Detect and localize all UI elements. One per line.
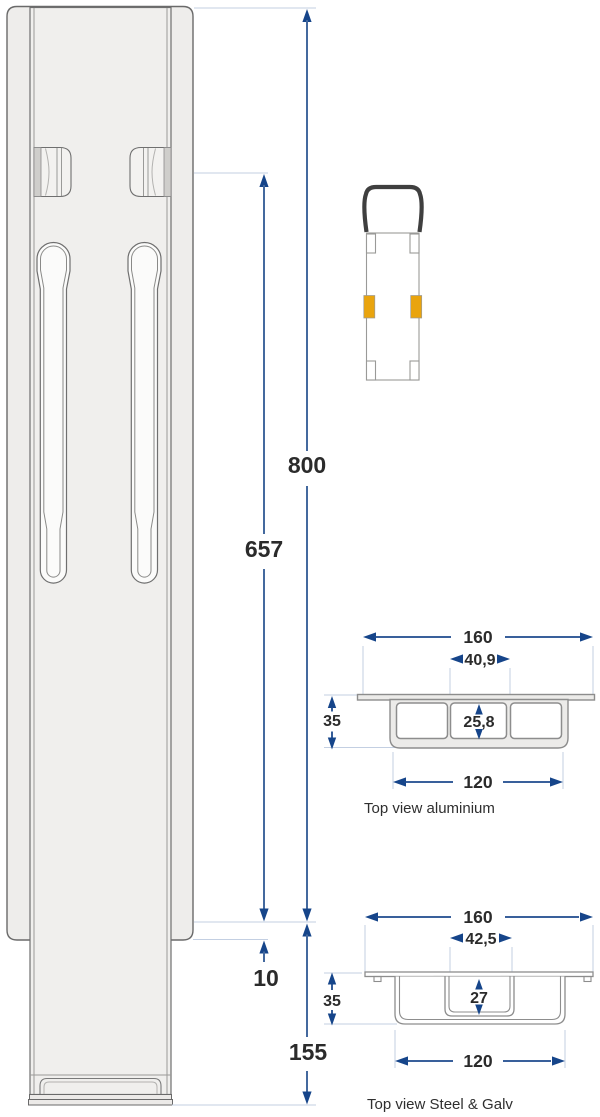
- dim-steel-35-value: 35: [323, 993, 341, 1010]
- corner-tab: [409, 233, 420, 254]
- dim-800-value: 800: [288, 452, 326, 478]
- slot-left: [36, 241, 71, 584]
- corner-tab: [365, 360, 377, 381]
- post-base: [28, 1074, 173, 1106]
- corner-tab: [365, 233, 377, 254]
- steel-section-label: Top view Steel & Galv: [367, 1096, 513, 1113]
- aluminium-cross-section: 160 40,9 25,8 35 120: [323, 627, 596, 817]
- slot-right: [127, 241, 162, 584]
- dim-steel-160-value: 160: [463, 907, 492, 927]
- cell-left: [395, 702, 449, 740]
- dimension-155: 155: [289, 923, 328, 1105]
- dimension-steel-35: 35: [323, 972, 341, 1026]
- dim-alu-25-8-value: 25,8: [463, 714, 494, 731]
- cell-right: [509, 702, 563, 740]
- dim-alu-120-value: 120: [463, 772, 492, 792]
- aluminium-profile: [356, 693, 596, 749]
- dimension-alu-120: 120: [393, 772, 563, 792]
- dim-steel-42-5-value: 42,5: [465, 931, 496, 948]
- post-cap: [362, 184, 424, 233]
- dimension-steel-160: 160: [365, 907, 593, 927]
- dimension-steel-42-5: 42,5: [450, 931, 512, 948]
- dimension-alu-25-8: 25,8: [463, 704, 495, 740]
- dim-10-value: 10: [253, 965, 279, 991]
- cell-middle: [449, 702, 508, 740]
- yellow-marker-left: [363, 295, 376, 319]
- elevation-dimensions: 800 657 10 155: [172, 7, 328, 1106]
- dim-steel-27-value: 27: [470, 990, 488, 1007]
- dimension-10: 10: [253, 940, 279, 991]
- post-elevation-view: [6, 5, 194, 1106]
- dim-alu-160-value: 160: [463, 627, 492, 647]
- dimension-steel-120: 120: [395, 1051, 565, 1071]
- dimension-657: 657: [245, 174, 283, 922]
- cutout-right: [129, 146, 172, 198]
- aluminium-section-label: Top view aluminium: [364, 800, 495, 817]
- dimension-800: 800: [288, 9, 326, 922]
- yellow-marker-right: [410, 295, 423, 319]
- dim-alu-40-9-value: 40,9: [464, 652, 495, 669]
- dim-155-value: 155: [289, 1039, 328, 1065]
- cutout-left: [33, 146, 72, 198]
- dim-657-value: 657: [245, 536, 283, 562]
- corner-tab: [409, 360, 420, 381]
- dim-alu-35-value: 35: [323, 713, 341, 730]
- dimension-alu-160: 160: [363, 627, 593, 647]
- dimension-alu-40-9: 40,9: [450, 652, 510, 669]
- steel-profile: [364, 971, 594, 1025]
- dimension-alu-35: 35: [323, 696, 341, 750]
- post-front-view: [362, 184, 424, 381]
- dim-steel-120-value: 120: [463, 1051, 492, 1071]
- dimension-steel-27: 27: [470, 979, 488, 1015]
- steel-cross-section: 160 42,5 27 35 120: [323, 907, 594, 1113]
